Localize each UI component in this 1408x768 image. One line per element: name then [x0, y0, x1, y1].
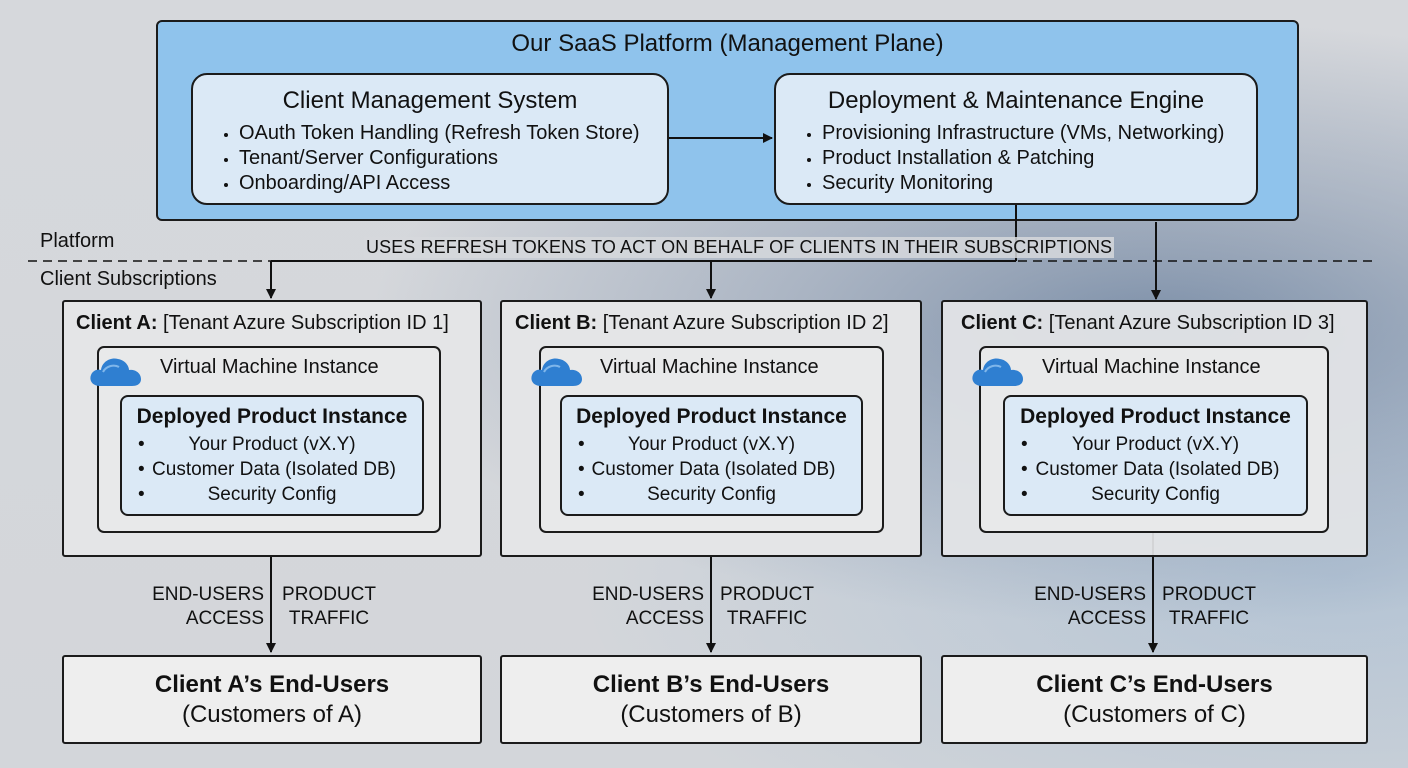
list-item: •Security Config	[578, 484, 776, 505]
client-a-product-list: •Your Product (vX.Y) •Customer Data (Iso…	[122, 432, 422, 507]
list-item: •Your Product (vX.Y)	[1021, 434, 1240, 455]
client-a-title: Client A: [Tenant Azure Subscription ID …	[76, 312, 449, 335]
cloud-icon	[531, 358, 582, 386]
client-c-product-box: Deployed Product Instance •Your Product …	[1003, 395, 1308, 516]
list-item: •Customer Data (Isolated DB)	[578, 459, 836, 480]
client-b-endusers-title: Client B’s End-Users	[592, 671, 830, 698]
client-management-title: Client Management System	[282, 87, 578, 114]
cloud-icon	[972, 358, 1023, 386]
client-c-title: Client C: [Tenant Azure Subscription ID …	[961, 312, 1335, 335]
uses-refresh-tokens-label: USES REFRESH TOKENS TO ACT ON BEHALF OF …	[364, 237, 1115, 258]
client-a-product-box: Deployed Product Instance •Your Product …	[120, 395, 424, 516]
client-b-title: Client B: [Tenant Azure Subscription ID …	[515, 312, 889, 335]
client-c-product-list: •Your Product (vX.Y) •Customer Data (Iso…	[1005, 432, 1306, 507]
client-b-subscription-id: [Tenant Azure Subscription ID 2]	[602, 312, 889, 334]
client-a-endusers-subtitle: (Customers of A)	[181, 701, 363, 728]
list-item: Onboarding/API Access	[239, 171, 667, 196]
client-b-endusers-box: Client B’s End-Users (Customers of B)	[500, 655, 922, 744]
deployment-engine-box: Deployment & Maintenance Engine Provisio…	[774, 73, 1258, 205]
client-c-name: Client C:	[961, 312, 1044, 334]
list-item: •Customer Data (Isolated DB)	[138, 459, 396, 480]
client-b-name: Client B:	[515, 312, 598, 334]
client-b-product-title: Deployed Product Instance	[576, 405, 847, 428]
client-c-endusers-box: Client C’s End-Users (Customers of C)	[941, 655, 1368, 744]
client-a-endusers-box: Client A’s End-Users (Customers of A)	[62, 655, 482, 744]
list-item: •Your Product (vX.Y)	[578, 434, 796, 455]
list-item: Security Monitoring	[822, 171, 1256, 196]
cloud-icon	[90, 358, 141, 386]
list-item: •Security Config	[1021, 484, 1220, 505]
client-a-vm-label: Virtual Machine Instance	[160, 356, 379, 378]
list-item: Product Installation & Patching	[822, 146, 1256, 171]
deployment-engine-title: Deployment & Maintenance Engine	[827, 87, 1205, 114]
client-c-product-title: Deployed Product Instance	[1020, 405, 1291, 428]
client-b-product-list: •Your Product (vX.Y) •Customer Data (Iso…	[562, 432, 861, 507]
management-plane-title: Our SaaS Platform (Management Plane)	[511, 30, 944, 57]
list-item: OAuth Token Handling (Refresh Token Stor…	[239, 121, 667, 146]
client-c-endusers-title: Client C’s End-Users	[1036, 671, 1273, 698]
list-item: Tenant/Server Configurations	[239, 146, 667, 171]
list-item: •Security Config	[138, 484, 337, 505]
client-subscriptions-label: Client Subscriptions	[40, 268, 217, 290]
deployment-engine-list: Provisioning Infrastructure (VMs, Networ…	[776, 121, 1256, 196]
client-c-vm-label: Virtual Machine Instance	[1042, 356, 1261, 378]
client-a-product-title: Deployed Product Instance	[136, 405, 408, 428]
client-a-subscription-id: [Tenant Azure Subscription ID 1]	[163, 312, 449, 334]
list-item: •Customer Data (Isolated DB)	[1021, 459, 1280, 480]
platform-label: Platform	[40, 230, 115, 252]
client-c-subscription-id: [Tenant Azure Subscription ID 3]	[1048, 312, 1335, 334]
list-item: •Your Product (vX.Y)	[138, 434, 356, 455]
client-c-endusers-subtitle: (Customers of C)	[1063, 701, 1246, 728]
client-b-endusers-subtitle: (Customers of B)	[620, 701, 802, 728]
list-item: Provisioning Infrastructure (VMs, Networ…	[822, 121, 1256, 146]
client-a-name: Client A:	[76, 312, 158, 334]
client-b-vm-label: Virtual Machine Instance	[600, 356, 819, 378]
client-management-system-box: Client Management System OAuth Token Han…	[191, 73, 669, 205]
client-a-endusers-title: Client A’s End-Users	[154, 671, 390, 698]
client-b-product-box: Deployed Product Instance •Your Product …	[560, 395, 863, 516]
client-management-list: OAuth Token Handling (Refresh Token Stor…	[193, 121, 667, 196]
